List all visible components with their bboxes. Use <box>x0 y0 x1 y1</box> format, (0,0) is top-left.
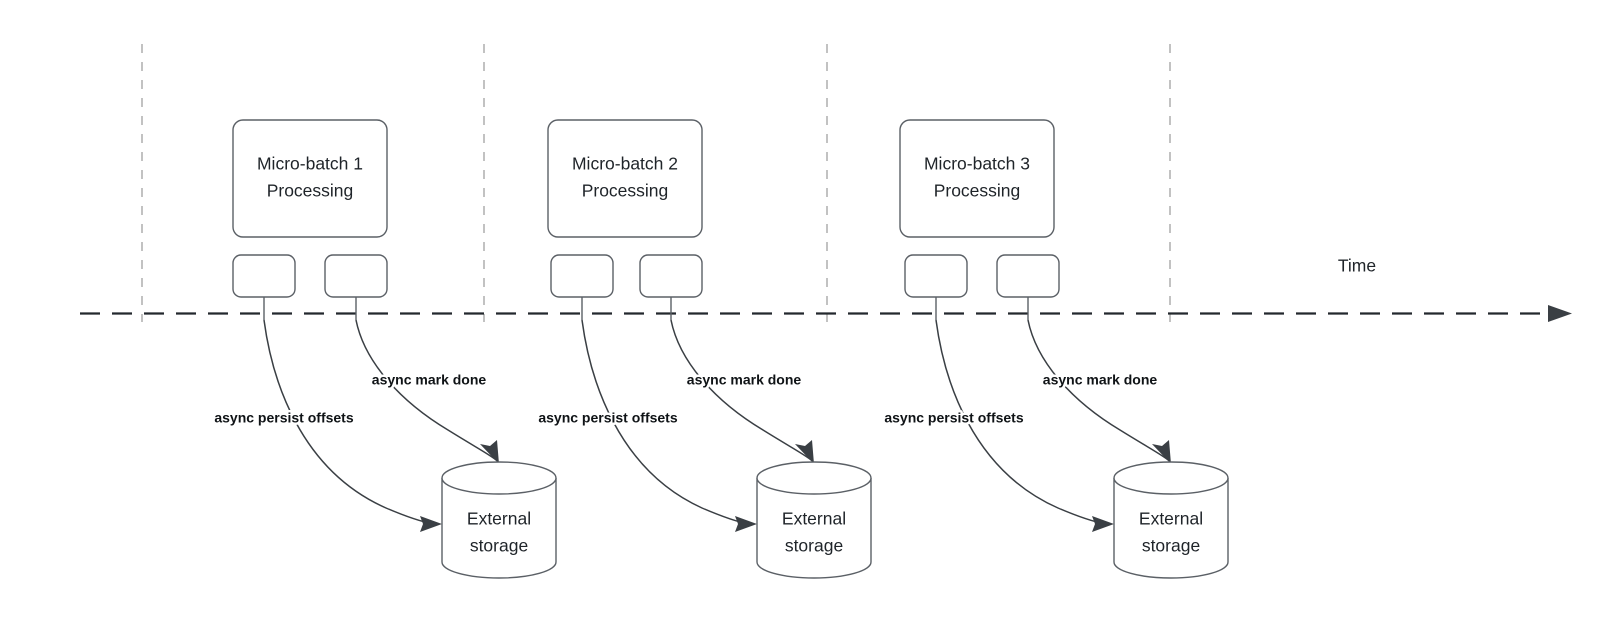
micro-batch-3-task-b[interactable] <box>996 254 1060 298</box>
micro-batch-3-label-line1: Micro-batch 3 <box>924 154 1030 174</box>
async-persist-offsets-label-2: async persist offsets <box>538 410 677 426</box>
async-mark-done-curve-1 <box>355 319 497 461</box>
external-storage-2-label-line1: External <box>782 509 846 529</box>
external-storage-3-top <box>1113 461 1229 495</box>
external-storage-1[interactable]: External storage <box>441 461 557 579</box>
micro-batch-1-label-line2: Processing <box>267 181 354 201</box>
micro-batch-group-3: Micro-batch 3 Processing External storag… <box>882 119 1229 579</box>
async-persist-offsets-label-1: async persist offsets <box>214 410 353 426</box>
time-axis-group: Time <box>80 256 1572 322</box>
micro-batch-1-box[interactable] <box>232 119 388 238</box>
async-persist-offsets-arrow-1 <box>420 516 442 532</box>
micro-batch-group-1: Micro-batch 1 Processing External storag… <box>212 119 557 579</box>
external-storage-2-body <box>756 478 872 579</box>
micro-batch-3-task-a[interactable] <box>904 254 968 298</box>
async-persist-offsets-curve-2 <box>581 319 750 525</box>
external-storage-2-label-line2: storage <box>785 536 843 556</box>
async-mark-done-curve-2 <box>670 319 812 461</box>
external-storage-3[interactable]: External storage <box>1113 461 1229 579</box>
time-axis-label: Time <box>1338 256 1376 276</box>
external-storage-1-body <box>441 478 557 579</box>
micro-batch-2-box[interactable] <box>547 119 703 238</box>
external-storage-1-top <box>441 461 557 495</box>
micro-batch-1-task-a[interactable] <box>232 254 296 298</box>
async-mark-done-label-1: async mark done <box>372 372 487 388</box>
async-persist-offsets-curve-1 <box>263 319 435 525</box>
async-persist-offsets-label-3: async persist offsets <box>884 410 1023 426</box>
micro-batch-1-task-b[interactable] <box>324 254 388 298</box>
external-storage-1-label-line2: storage <box>470 536 528 556</box>
async-persist-offsets-arrow-3 <box>1092 516 1114 532</box>
external-storage-3-label-line2: storage <box>1142 536 1200 556</box>
micro-batch-2-label-line1: Micro-batch 2 <box>572 154 678 174</box>
async-persist-offsets-arrow-2 <box>735 516 757 532</box>
external-storage-2[interactable]: External storage <box>756 461 872 579</box>
micro-batch-2-task-b[interactable] <box>639 254 703 298</box>
async-persist-offsets-curve-3 <box>935 319 1107 525</box>
async-mark-done-arrow-1 <box>480 440 499 464</box>
micro-batch-3-box[interactable] <box>899 119 1055 238</box>
async-mark-done-arrow-2 <box>795 440 814 464</box>
external-storage-1-label-line1: External <box>467 509 531 529</box>
time-arrow-head <box>1548 305 1572 322</box>
micro-batch-2-task-a[interactable] <box>550 254 614 298</box>
micro-batch-1-label-line1: Micro-batch 1 <box>257 154 363 174</box>
micro-batch-3-label-line2: Processing <box>934 181 1021 201</box>
async-mark-done-curve-3 <box>1027 319 1169 461</box>
micro-batch-group-2: Micro-batch 2 Processing External storag… <box>536 119 872 579</box>
external-storage-2-top <box>756 461 872 495</box>
external-storage-3-body <box>1113 478 1229 579</box>
micro-batch-2-label-line2: Processing <box>582 181 669 201</box>
async-mark-done-label-2: async mark done <box>687 372 802 388</box>
async-mark-done-arrow-3 <box>1152 440 1171 464</box>
async-mark-done-label-3: async mark done <box>1043 372 1158 388</box>
external-storage-3-label-line1: External <box>1139 509 1203 529</box>
